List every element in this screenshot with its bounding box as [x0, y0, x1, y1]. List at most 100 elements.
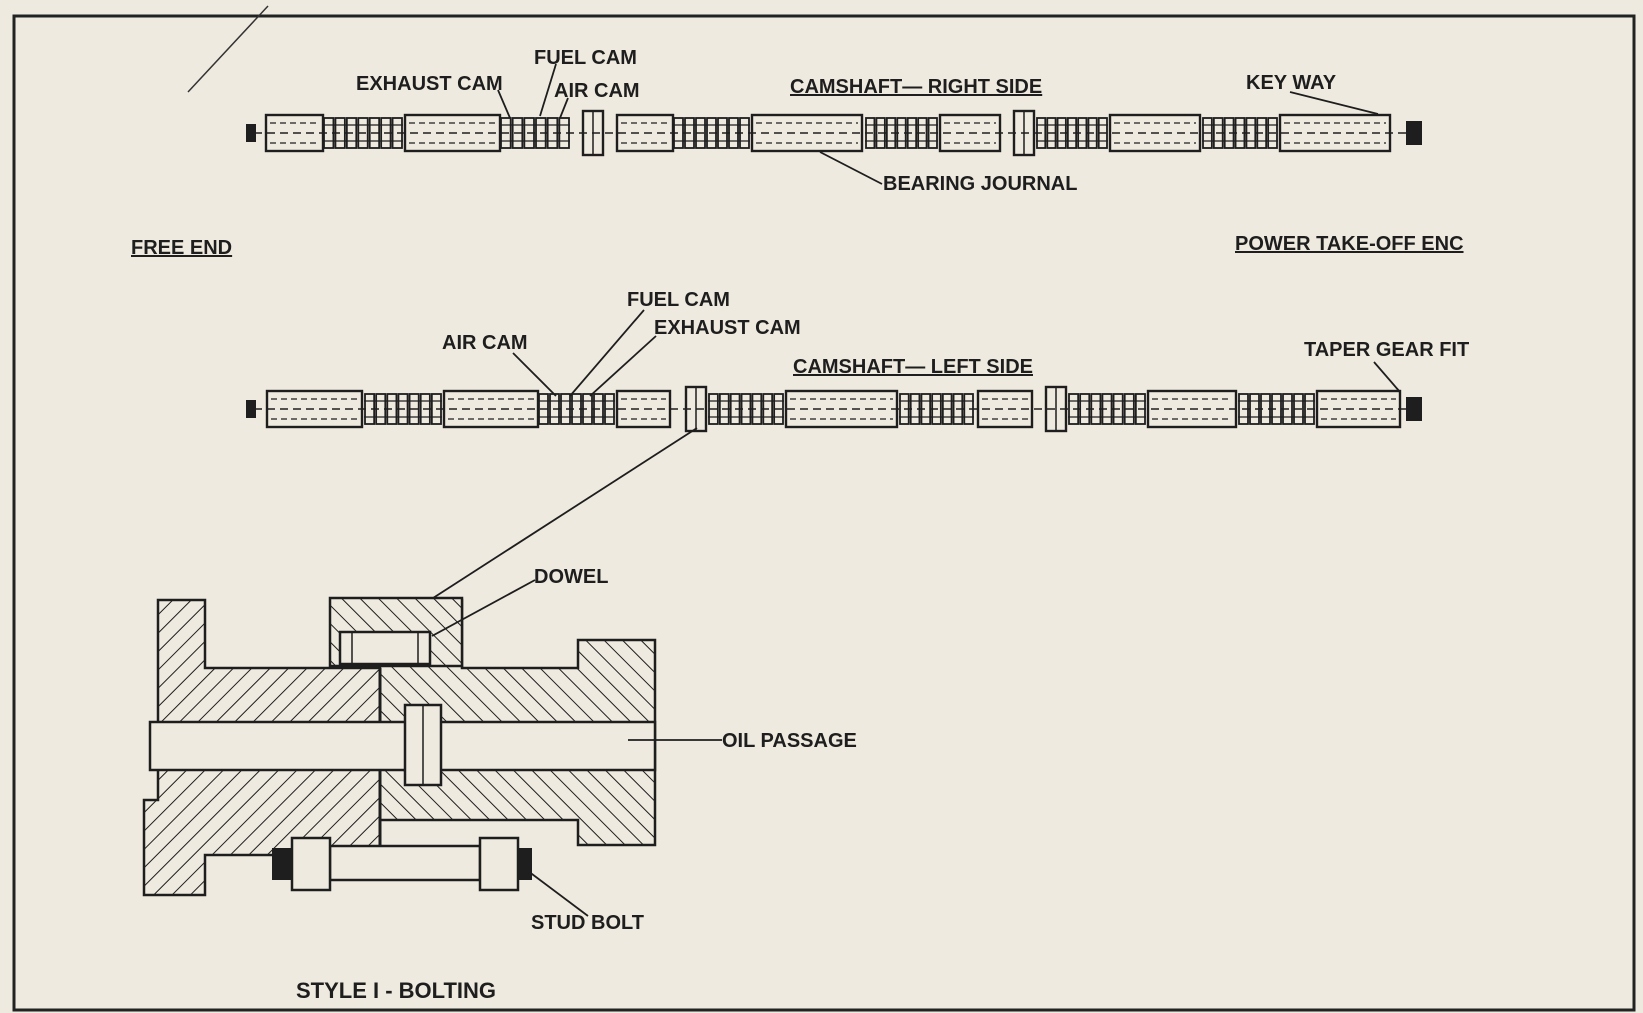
cam-lobe — [963, 393, 974, 425]
bearing-journal — [1315, 389, 1402, 429]
cam-lobe — [952, 393, 964, 425]
cam-lobe — [920, 393, 932, 425]
cam-lobe — [1097, 117, 1108, 149]
dowel — [338, 630, 432, 666]
cam-lobe — [909, 393, 921, 425]
cam-lobe — [511, 117, 524, 149]
left-fuel-cam-label: FUEL CAM — [627, 289, 730, 311]
cam-lobe — [1234, 117, 1246, 149]
cam-lobe — [1245, 117, 1257, 149]
free-end-label: FREE END — [131, 237, 232, 259]
cam-lobe — [1260, 393, 1271, 425]
cam-lobe — [368, 117, 381, 149]
cam-lobe — [931, 393, 942, 425]
shaft-free-end-nub — [246, 400, 256, 418]
bearing-journal — [403, 113, 502, 153]
shaft-drive-end-cap — [1406, 397, 1422, 421]
key-way-label: KEY WAY — [1246, 72, 1337, 94]
cam-lobe — [500, 117, 512, 149]
cam-lobe — [684, 117, 695, 149]
cam-lobe — [896, 117, 907, 149]
oil-passage-label: OIL PASSAGE — [722, 730, 857, 752]
cam-lobe — [430, 393, 442, 425]
cam-lobe — [1267, 117, 1278, 149]
style-caption: STYLE I - BOLTING — [296, 978, 496, 1003]
oil-passage-bore — [148, 720, 657, 772]
cam-lobe — [593, 393, 604, 425]
cam-lobe — [1256, 117, 1268, 149]
cam-lobe — [865, 117, 876, 149]
cam-lobe — [906, 117, 918, 149]
bearing-journal — [615, 113, 675, 153]
cam-lobe — [718, 393, 730, 425]
cam-lobe — [1202, 117, 1213, 149]
cam-lobe — [1056, 117, 1067, 149]
cam-lobe — [380, 117, 392, 149]
camshaft-left-side — [246, 385, 1422, 433]
cam-lobe — [375, 393, 387, 425]
cam-lobe — [875, 117, 886, 149]
stud-bolt-label: STUD BOLT — [531, 912, 644, 934]
right-side-title: CAMSHAFT— RIGHT SIDE — [790, 76, 1042, 98]
cam-lobe — [1066, 117, 1078, 149]
cam-lobe — [323, 117, 335, 149]
cam-lobe — [1046, 117, 1057, 149]
cam-lobe — [673, 117, 684, 149]
cam-lobe — [345, 117, 358, 149]
cam-lobe — [1087, 117, 1098, 149]
cam-lobe — [1293, 393, 1304, 425]
cam-lobe — [1212, 117, 1224, 149]
cam-lobe — [1282, 393, 1293, 425]
cam-lobe — [391, 117, 403, 149]
cam-lobe — [523, 117, 535, 149]
cam-lobe — [740, 393, 752, 425]
cam-lobe — [560, 393, 571, 425]
cam-lobe — [917, 117, 928, 149]
left-exhaust-cam-label: EXHAUST CAM — [654, 317, 801, 339]
cam-lobe — [708, 393, 719, 425]
right-exhaust-cam-label: EXHAUST CAM — [356, 73, 503, 95]
cam-lobe — [1112, 393, 1124, 425]
bearing-journal — [976, 389, 1034, 429]
cam-lobe — [1223, 117, 1235, 149]
stud-bolt-right-nut — [478, 836, 520, 892]
cam-lobe — [604, 393, 615, 425]
cam-lobe — [1090, 393, 1102, 425]
cam-lobe — [1134, 393, 1146, 425]
left-side-title: CAMSHAFT— LEFT SIDE — [793, 356, 1033, 378]
bearing-journal-label: BEARING JOURNAL — [883, 173, 1077, 195]
cam-lobe — [695, 117, 706, 149]
stud-bolt-shank — [328, 844, 482, 882]
cam-lobe — [927, 117, 938, 149]
bearing-journal — [442, 389, 540, 429]
bearing-journal — [1108, 113, 1202, 153]
drawing-frame — [12, 14, 1636, 1012]
cam-lobe — [538, 393, 549, 425]
bearing-journal — [615, 389, 672, 429]
cam-lobe — [357, 117, 369, 149]
bearing-journal — [1278, 113, 1392, 153]
stud-bolt-left-nut — [290, 836, 332, 892]
cam-lobe — [762, 393, 774, 425]
cam-lobe — [728, 117, 739, 149]
cam-lobe — [739, 117, 750, 149]
right-fuel-cam-label: FUEL CAM — [534, 47, 637, 69]
cam-lobe — [1079, 393, 1091, 425]
cam-lobe — [773, 393, 784, 425]
cam-lobe — [408, 393, 420, 425]
cam-lobe — [1271, 393, 1282, 425]
bearing-journal — [938, 113, 1002, 153]
cam-lobe — [364, 393, 376, 425]
cam-lobe — [706, 117, 717, 149]
cam-lobe — [899, 393, 910, 425]
cam-lobe — [334, 117, 346, 149]
bearing-journal — [750, 113, 864, 153]
power-take-off-end-label: POWER TAKE-OFF ENC — [1235, 233, 1464, 255]
left-leaders — [429, 309, 1401, 601]
cam-lobe — [941, 393, 953, 425]
cam-lobe — [1238, 393, 1249, 425]
cam-lobe — [582, 393, 593, 425]
cam-lobe — [1077, 117, 1088, 149]
coupling-leaders — [431, 579, 722, 917]
